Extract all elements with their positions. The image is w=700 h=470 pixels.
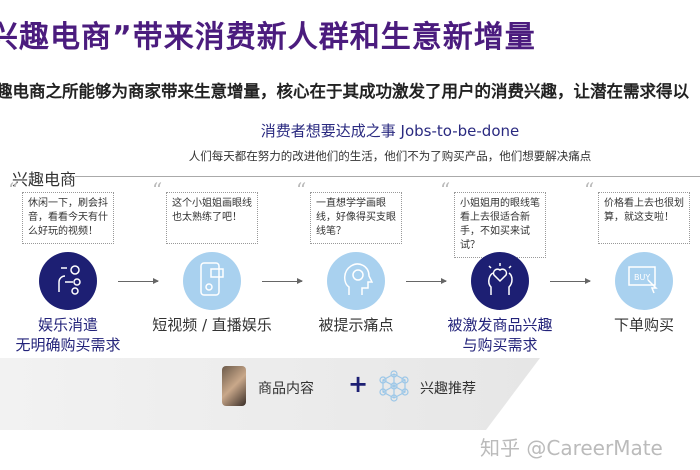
- plus-icon: +: [348, 370, 369, 398]
- step-circle: [327, 252, 385, 310]
- quote-bubble: 这个小姐姐画眼线也太熟练了吧！: [166, 192, 258, 244]
- quote-mark-icon: “: [440, 178, 451, 202]
- quote-bubble: 价格看上去也很划算，就这支啦！: [598, 192, 690, 244]
- section-label: 兴趣电商: [12, 170, 77, 189]
- step-label-line2: 无明确购买需求: [15, 336, 121, 354]
- subtitle: 趣电商之所能够为商家带来生意增量，核心在于其成功激发了用户的消费兴趣，让潜在需求…: [0, 82, 689, 101]
- arrow-icon: [406, 278, 447, 284]
- quote-bubble: 休闲一下，刷会抖音，看看今天有什么好玩的视频！: [22, 192, 114, 244]
- step-label-line2: 与购买需求: [462, 336, 538, 354]
- jobs-heading: 消费者想要达成之事 Jobs-to-be-done: [260, 122, 520, 140]
- watermark: 知乎 @CareerMate: [480, 436, 663, 460]
- step-label: 下单购买: [574, 315, 700, 335]
- product-content-image: [222, 366, 246, 406]
- buy-click-icon: BUY: [626, 264, 662, 298]
- phone-live-icon: [197, 261, 227, 301]
- step-label: 被提示痛点: [286, 315, 426, 335]
- bottom-panel: [0, 358, 540, 430]
- product-content-label: 商品内容: [258, 381, 314, 397]
- quote-mark-icon: “: [8, 178, 19, 202]
- arrow-icon: [118, 278, 159, 284]
- arrow-icon: [262, 278, 303, 284]
- arrow-icon: [550, 278, 591, 284]
- head-heart-icon: [483, 261, 517, 301]
- step-label: 娱乐消遣无明确购买需求: [0, 315, 138, 355]
- step-circle: BUY: [615, 252, 673, 310]
- interest-recommend-label: 兴趣推荐: [420, 381, 476, 397]
- buy-icon-text: BUY: [634, 273, 650, 282]
- quote-bubble: 一直想学学画眼线，好像得买支眼线笔？: [310, 192, 402, 244]
- quote-mark-icon: “: [584, 178, 595, 202]
- divider: [75, 176, 700, 177]
- page-title: 兴趣电商”带来消费新人群和生意新增量: [0, 20, 536, 55]
- step-label-line1: 被提示痛点: [318, 316, 394, 334]
- head-lightbulb-icon: [339, 261, 374, 301]
- quote-mark-icon: “: [296, 178, 307, 202]
- step-label-line1: 娱乐消遣: [37, 316, 98, 334]
- step-label-line1: 下单购买: [613, 316, 674, 334]
- step-label: 被激发商品兴趣与购买需求: [430, 315, 570, 355]
- step-label: 短视频 / 直播娱乐: [142, 315, 282, 335]
- step-label-line1: 短视频 / 直播娱乐: [152, 316, 272, 334]
- step-circle: [471, 252, 529, 310]
- step-label-line1: 被激发商品兴趣: [447, 316, 553, 334]
- step-circle: [183, 252, 241, 310]
- step-circle: [39, 252, 97, 310]
- brain-gears-icon: [51, 262, 85, 300]
- quote-bubble: 小姐姐用的眼线笔看上去很适合新手，不如买来试试？: [454, 192, 546, 258]
- jobs-subheading: 人们每天都在努力的改进他们的生活，他们不为了购买产品，他们想要解决痛点: [188, 149, 592, 163]
- network-icon: [379, 370, 409, 402]
- quote-mark-icon: “: [152, 178, 163, 202]
